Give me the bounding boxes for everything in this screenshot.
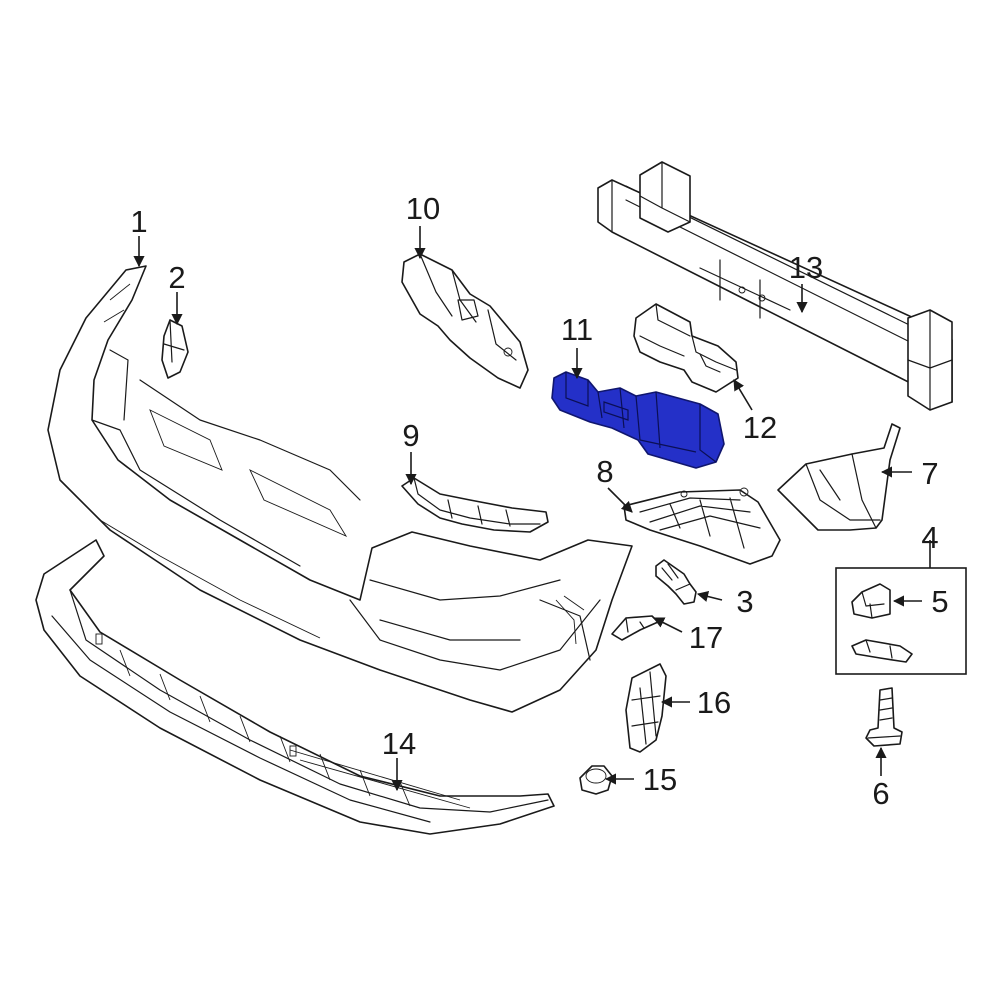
part-9-bracket[interactable]	[401, 477, 549, 533]
callout-6: 6	[872, 776, 889, 811]
callout-labels: 1 2 3 4 5 6 7 8 9 10 11 12 13 14 15 16 1…	[130, 191, 948, 811]
part-11-energy-absorber-highlighted[interactable]	[551, 371, 725, 469]
callout-16: 16	[697, 685, 731, 720]
callout-14: 14	[382, 726, 416, 761]
callout-3: 3	[736, 584, 753, 619]
callout-17: 17	[689, 620, 723, 655]
part-6-screw[interactable]	[865, 687, 903, 747]
part-3-bolt[interactable]	[655, 559, 697, 605]
part-2-trim-piece[interactable]	[161, 319, 189, 379]
callout-15: 15	[643, 762, 677, 797]
part-1-bumper-cover[interactable]	[47, 265, 633, 713]
part-7-side-cover[interactable]	[777, 423, 901, 531]
callout-10: 10	[406, 191, 440, 226]
part-14-lower-valance[interactable]	[35, 539, 555, 835]
part-16-bracket[interactable]	[625, 663, 667, 753]
part-17-clip[interactable]	[611, 615, 659, 641]
part-4-fastener-kit[interactable]	[835, 556, 967, 675]
callout-9: 9	[402, 418, 419, 453]
part-12-bracket[interactable]	[633, 303, 739, 393]
part-13-reinforcement-bar[interactable]	[597, 161, 953, 411]
callout-5: 5	[931, 584, 948, 619]
part-8-grille-insert[interactable]	[623, 487, 781, 565]
callout-12: 12	[743, 410, 777, 445]
callout-1: 1	[130, 204, 147, 239]
callout-13: 13	[789, 250, 823, 285]
callout-4: 4	[921, 520, 938, 555]
callout-11: 11	[561, 312, 593, 347]
callout-7: 7	[921, 456, 938, 491]
part-10-side-bracket[interactable]	[401, 253, 529, 389]
callout-2: 2	[168, 260, 185, 295]
leader-lines	[133, 226, 931, 792]
part-5-clip[interactable]	[851, 583, 913, 663]
part-15-grommet[interactable]	[579, 765, 613, 795]
callout-8: 8	[596, 454, 613, 489]
